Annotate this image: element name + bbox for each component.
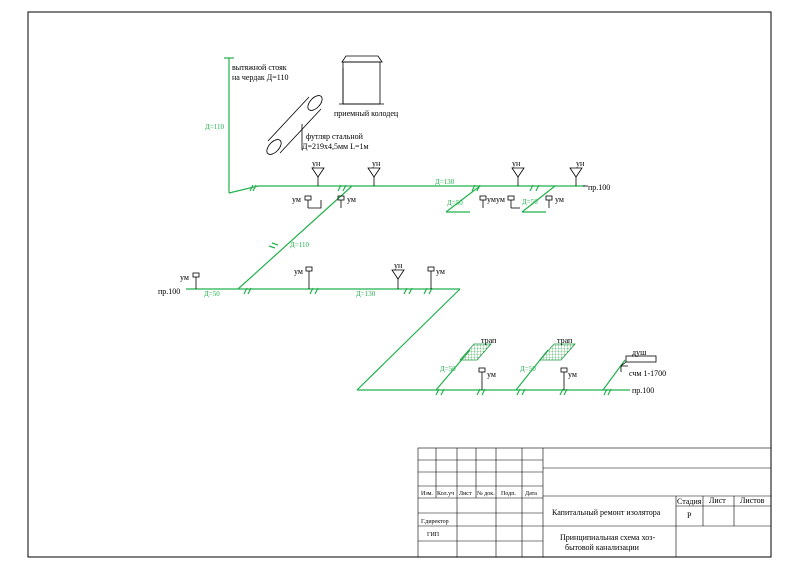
tb-drawing-title-2: бытовой канализации [565,543,640,552]
label-shower: душ [632,348,647,357]
label-well: приемный колодец [334,109,399,118]
title-block [417,447,772,558]
label-sleeve-2: Д=219х4,5мм L=1м [302,142,369,151]
tb-stage-value: Р [687,511,692,520]
label-um-6: ум [180,273,189,282]
label-un-1: ун [312,159,321,168]
tb-col-doc: № док. [477,491,495,497]
label-d50-bottom: Д=50 [440,365,456,373]
label-d50-mid: Д=50 [204,290,220,298]
tb-role-director: Г.директор [421,519,449,525]
receiving-well [339,55,384,105]
label-pr100-bottom: пр.100 [632,386,654,395]
label-meter: счм 1-1700 [629,369,666,378]
label-d110-stack: Д=110 [205,123,224,131]
label-d50-top-a: Д=50 [447,199,463,207]
tb-role-gip: ГИП [427,532,440,538]
label-d130-top: Д=130 [435,178,455,186]
label-un-4: ун [576,159,585,168]
label-vent-stack-1: вытяжной стояк [232,63,287,72]
label-um-1: ум [292,195,301,204]
label-trap-2: трап [557,336,573,345]
label-um-8: ум [436,267,445,276]
label-sleeve-1: футляр стальной [306,132,364,141]
steel-sleeve [266,95,323,155]
tb-col-list: Лист [459,491,472,497]
label-un-2: ун [372,159,381,168]
tb-sheet-header: Лист [709,496,726,505]
label-un-5: ун [394,261,403,270]
label-vent-stack-2: на чердак Д=110 [232,73,288,82]
label-um-4: ум [496,195,505,204]
label-un-3: ун [512,159,521,168]
shower-fixture [620,355,657,372]
floor-trap-1 [459,343,492,361]
label-um-10: ум [568,370,577,379]
label-d50-bottom-b: Д=50 [520,365,536,373]
tb-col-podp: Подп. [501,491,516,497]
label-um-7: ум [294,267,303,276]
tb-drawing-title-1: Принципиальная схема хоз- [560,533,655,542]
tb-col-koluch: Кол.уч [437,491,454,497]
label-trap-1: трап [481,336,497,345]
label-d50-top-b: Д=50 [522,198,538,206]
label-um-3: ум [487,195,496,204]
tb-sheets-header: Листов [740,496,765,505]
fixtures-un [311,167,583,289]
label-d110-diag: Д=110 [290,241,309,249]
tb-col-data: Дата [525,491,537,497]
label-um-2: ум [347,195,356,204]
tb-col-izm: Изм. [421,491,433,497]
pipe-network [186,57,630,396]
label-d130-mid: Д=130 [356,290,376,298]
floor-trap-2 [539,343,576,361]
sheet-frame [27,11,772,558]
label-um-5: ум [555,195,564,204]
label-um-9: ум [487,370,496,379]
label-pr100-mid: пр.100 [158,287,180,296]
label-pr100-top: пр.100 [588,183,610,192]
tb-stage-header: Стадия [677,497,702,506]
fixtures-um [192,195,568,390]
tb-project-title: Капитальный ремонт изолятора [552,508,661,517]
